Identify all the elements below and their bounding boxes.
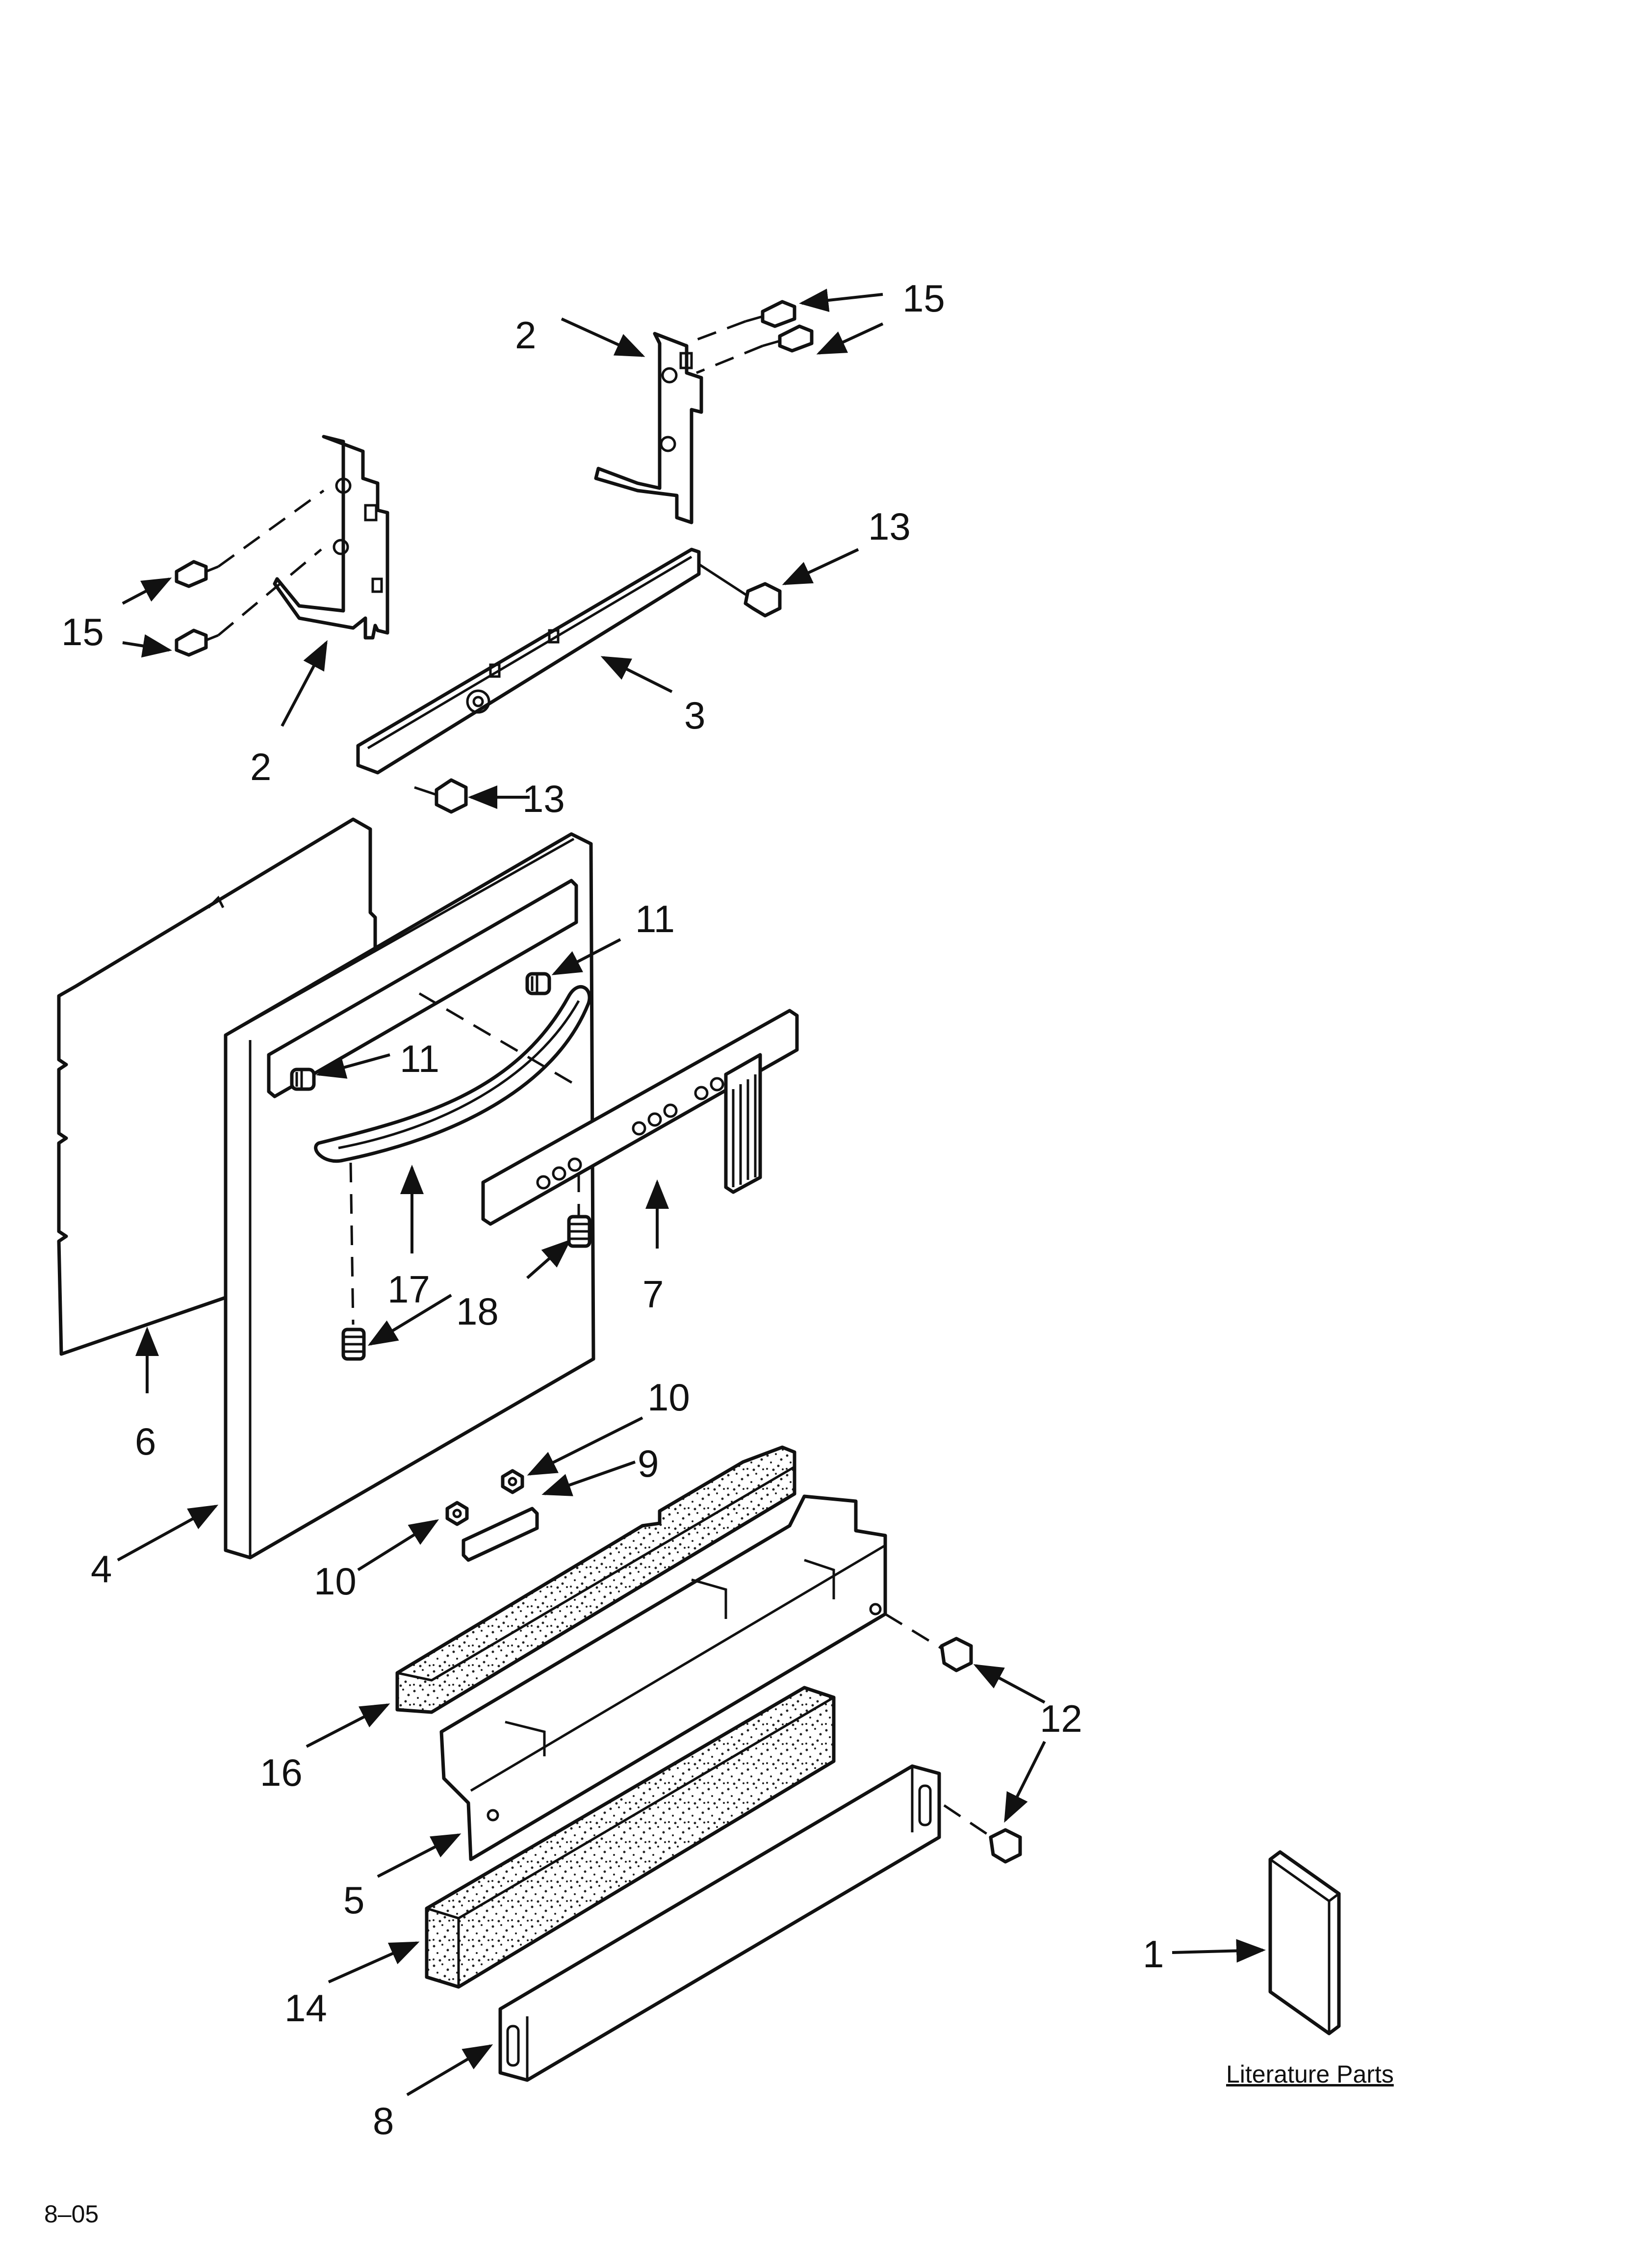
screw-15-left-b [175,628,219,657]
dash-line-screw-top-b [696,344,763,374]
callout-4: 4 [91,1547,112,1590]
dash-line-screw-top-a [686,320,746,345]
callout-3: 3 [684,694,705,737]
hinge-bracket-left [273,435,389,640]
callout-13-right: 13 [868,505,911,548]
threaded-stud-left [341,1328,366,1361]
callout-1: 1 [1143,1932,1164,1976]
callout-15-top: 15 [902,277,945,320]
callout-10-left: 10 [314,1560,357,1603]
callout-12: 12 [1040,1697,1082,1740]
revision-code: 8–05 [44,2200,99,2228]
threaded-stud-right [567,1215,591,1248]
callout-14: 14 [284,1986,327,2030]
callout-17: 17 [387,1268,430,1311]
callout-6: 6 [135,1420,156,1463]
callout-10-top: 10 [647,1376,690,1419]
screw-12-bottom [989,1828,1022,1864]
screw-15-top-a [745,300,796,328]
literature-parts-label: Literature Parts [1226,2060,1394,2088]
callout-18: 18 [456,1290,499,1333]
dash-line-screw-left-a [217,489,325,568]
nut-10-top [501,1469,524,1494]
nut-10-left [445,1501,469,1526]
callout-9: 9 [638,1442,659,1485]
callout-5: 5 [343,1878,364,1922]
handle-spacer-left [290,1068,316,1091]
screw-12-top [940,1637,973,1672]
screw-13-right [698,563,782,618]
callout-16: 16 [260,1751,303,1794]
dash-line-handle-b [349,1162,355,1325]
dash-line-screw-left-b [217,548,322,636]
screw-15-left-a [175,560,219,588]
callout-15-left: 15 [61,610,104,653]
control-panel-overlay [481,1009,799,1226]
top-bracket-rail [356,547,701,775]
insulation-foam-upper [395,1445,796,1714]
dash-line-screw-12-top [884,1613,943,1650]
callout-8: 8 [373,2099,394,2142]
dash-line-screw-12-bottom [943,1804,997,1841]
callout-2-left: 2 [250,745,271,788]
insulation-foam-lower [425,1686,836,1989]
handle-spacer-top [525,972,551,995]
door-panel [224,832,595,1560]
callout-13-bottom: 13 [522,777,565,820]
callout-11-left: 11 [400,1037,439,1080]
hinge-bracket-right [594,332,703,524]
door-handle [314,985,591,1163]
literature-booklet [1268,1850,1341,2035]
badge-nameplate [462,1507,539,1562]
support-rail [439,1494,887,1861]
callout-2-top: 2 [515,313,536,357]
screw-15-top-b [762,324,814,353]
callout-7: 7 [642,1273,664,1316]
screw-13-bottom [414,778,468,814]
toe-kick-plate [498,1764,941,2082]
callout-11-top: 11 [635,897,675,940]
callout-arrows [117,288,1266,2096]
